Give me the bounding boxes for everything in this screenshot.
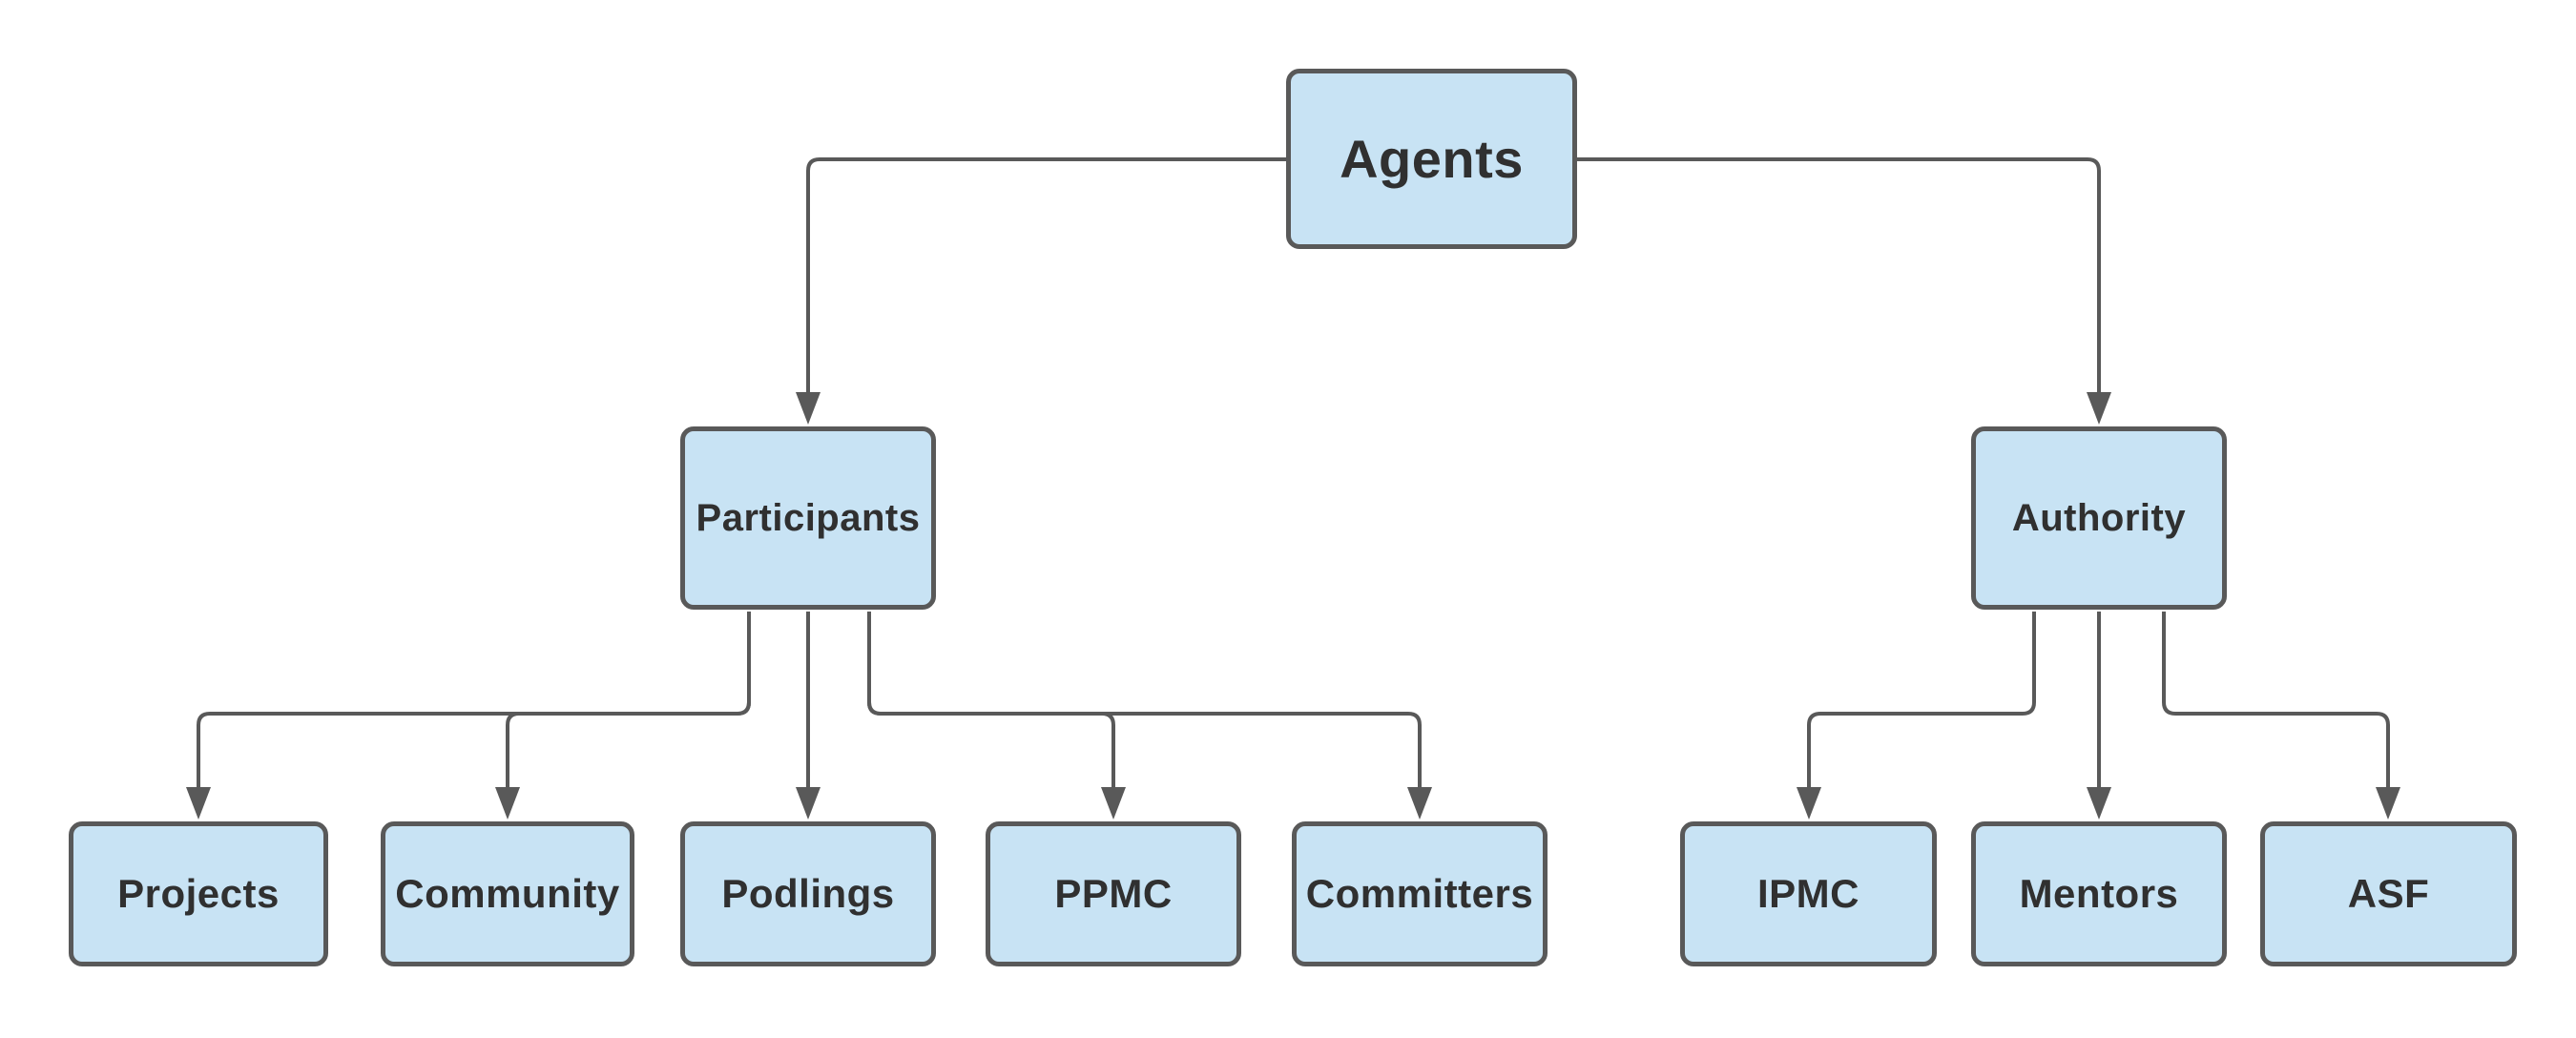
- node-mentors-label: Mentors: [2019, 871, 2179, 916]
- arrowhead-down-icon: [1101, 787, 1126, 820]
- arrowhead-down-icon: [796, 392, 821, 425]
- node-committers: Committers: [1292, 821, 1548, 966]
- connector-agents-participants: [796, 157, 1286, 425]
- connector-participants-podlings: [796, 612, 821, 820]
- arrowhead-down-icon: [796, 787, 821, 820]
- arrowhead-down-icon: [186, 787, 211, 820]
- node-projects-label: Projects: [117, 871, 280, 916]
- node-ppmc-label: PPMC: [1054, 871, 1173, 916]
- node-mentors: Mentors: [1971, 821, 2227, 966]
- node-ipmc-label: IPMC: [1757, 871, 1859, 916]
- node-authority-label: Authority: [2011, 496, 2187, 539]
- node-agents: Agents: [1286, 69, 1577, 249]
- node-committers-label: Committers: [1305, 871, 1534, 916]
- arrowhead-down-icon: [2087, 787, 2111, 820]
- node-ipmc: IPMC: [1680, 821, 1937, 966]
- connector-authority-mentors: [2087, 612, 2111, 820]
- node-participants-label: Participants: [696, 496, 921, 539]
- connector-agents-authority: [1577, 157, 2111, 425]
- node-community: Community: [381, 821, 634, 966]
- node-podlings: Podlings: [680, 821, 936, 966]
- arrowhead-down-icon: [2087, 392, 2111, 425]
- node-podlings-label: Podlings: [721, 871, 895, 916]
- node-ppmc: PPMC: [986, 821, 1241, 966]
- node-projects: Projects: [69, 821, 328, 966]
- arrowhead-down-icon: [495, 787, 520, 820]
- connector-authority-ipmc: [1797, 612, 2036, 820]
- connector-participants-community: [495, 612, 751, 820]
- arrowhead-down-icon: [2376, 787, 2400, 820]
- node-asf: ASF: [2260, 821, 2517, 966]
- node-asf-label: ASF: [2347, 871, 2430, 916]
- arrowhead-down-icon: [1797, 787, 1821, 820]
- node-participants: Participants: [680, 426, 936, 610]
- arrowhead-down-icon: [1407, 787, 1432, 820]
- node-agents-label: Agents: [1340, 129, 1524, 189]
- node-community-label: Community: [395, 871, 620, 916]
- node-authority: Authority: [1971, 426, 2227, 610]
- connector-participants-committers: [867, 612, 1432, 820]
- connector-authority-asf: [2162, 612, 2400, 820]
